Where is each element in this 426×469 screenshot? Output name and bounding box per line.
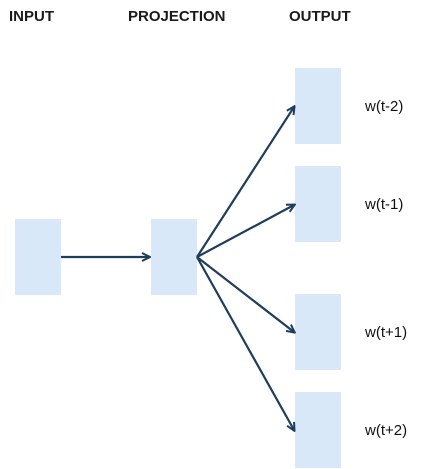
arrow-projection-to-t-minus-1	[196, 205, 294, 258]
output-label-t-plus-2: w(t+2)	[365, 422, 408, 439]
output-node-t-minus-1	[295, 166, 341, 242]
output-header: OUTPUT	[289, 8, 351, 25]
output-node-t-minus-2	[295, 68, 341, 144]
input-node	[15, 219, 61, 295]
input-header: INPUT	[9, 8, 54, 25]
arrow-projection-to-t-plus-2	[196, 256, 294, 430]
arrow-projection-to-t-plus-1	[196, 256, 294, 332]
output-label-t-minus-2: w(t-2)	[365, 98, 404, 115]
output-label-t-minus-1: w(t-1)	[365, 196, 404, 213]
output-node-t-plus-2	[295, 392, 341, 468]
output-node-t-plus-1	[295, 294, 341, 370]
arrow-projection-to-t-minus-2	[196, 107, 294, 258]
projection-header: PROJECTION	[128, 8, 226, 25]
projection-node	[151, 219, 197, 295]
output-label-t-plus-1: w(t+1)	[365, 324, 408, 341]
